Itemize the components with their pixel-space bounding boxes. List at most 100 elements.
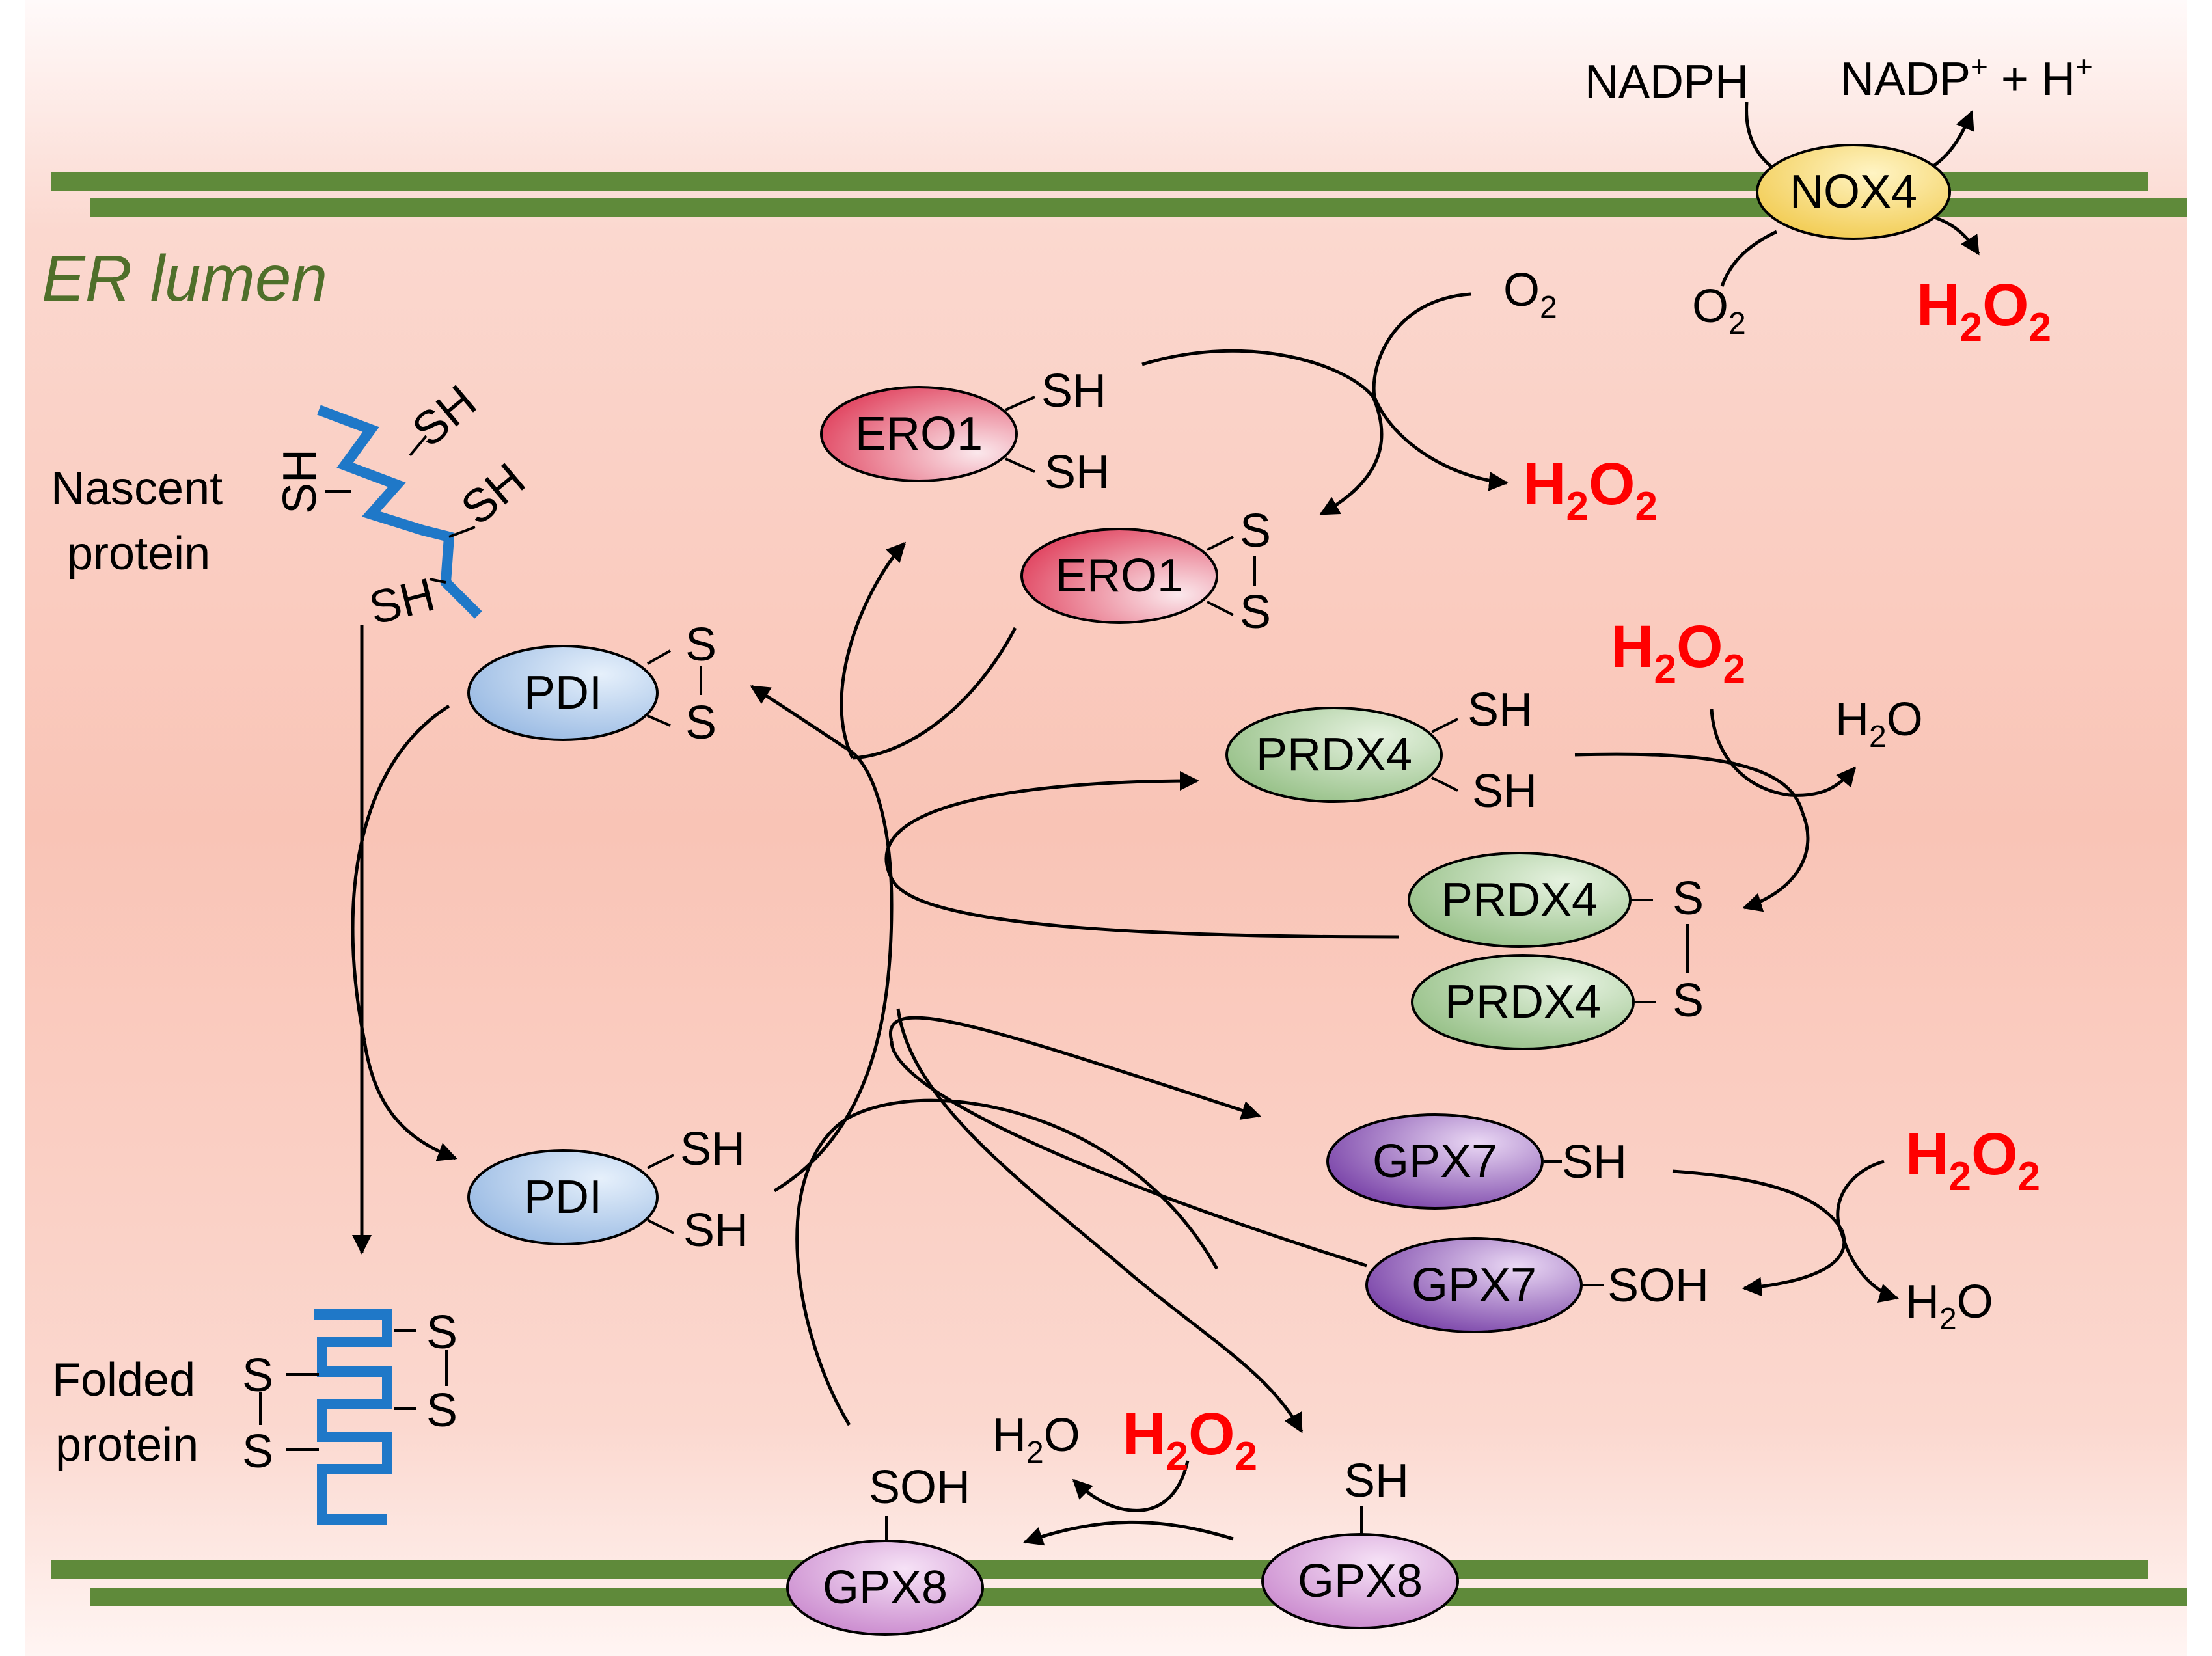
gpx8-cycle (795, 1008, 1304, 1546)
pdi-left-arc (351, 704, 450, 1042)
prdx4-reduced-enzyme (1225, 707, 1443, 803)
prdx4-water-arrow (1789, 766, 1856, 797)
gpx7-oxidized: GPX7 SOH (1365, 1237, 1709, 1333)
nascent-label-line1: Nascent (51, 463, 223, 515)
prdx4-dimer-label-2: PRDX4 (1445, 976, 1601, 1028)
gpx8-input-arc (795, 1098, 1219, 1426)
nascent-protein: Nascent protein SH SH SH SH (51, 375, 535, 635)
ero1-oxidized-enzyme (1020, 528, 1218, 624)
ero1-reduced-sh-2: SH (1045, 446, 1110, 498)
pdi-reduced-sh-2: SH (683, 1204, 748, 1256)
prdx4-reduced-sh-1: SH (1468, 684, 1533, 736)
ero1-h2o2-label: H2O2 (1523, 451, 1658, 529)
prdx4-dimer: PRDX4 PRDX4 S S (1408, 852, 1704, 1050)
er-lumen-title: ER lumen (42, 242, 327, 315)
ero1-reox-arrow (1319, 396, 1384, 516)
prdx4-h2o2-arrow (1710, 709, 1790, 797)
ero1-reduced-label: ERO1 (855, 408, 983, 460)
ero1-h2o2-arrow (1372, 396, 1509, 491)
gpx7-oxidized-soh: SOH (1607, 1260, 1709, 1312)
ero1-reduced-enzyme (820, 386, 1018, 482)
nadp-label: NADP++ H+ (1840, 49, 2093, 105)
pdi-oxidized: PDI S S (467, 619, 717, 749)
prdx4-reduced: PRDX4 SH SH (1225, 684, 1537, 817)
gpx8-reduced: GPX8 SH (1261, 1455, 1459, 1629)
gpx7-input-arc (890, 1040, 1367, 1268)
nascent-sh-1: SH (274, 449, 326, 514)
gpx8-reduced-sh: SH (1344, 1455, 1409, 1507)
prdx4-dimer-s-1: S (1673, 873, 1704, 925)
prdx4-h2o2-label: H2O2 (1611, 614, 1745, 692)
pdi-reduced-enzyme (467, 1149, 659, 1245)
gpx8-water-arrow (1072, 1478, 1120, 1510)
prdx4-reduced-sh-2: SH (1472, 765, 1537, 817)
gpx7-oxidized-enzyme (1365, 1237, 1583, 1333)
gpx8-reduction-arrow (1131, 1274, 1304, 1433)
ero1-reox-arc (1141, 349, 1374, 398)
pdi-reduced-sh-1: SH (680, 1123, 745, 1175)
ero1-oxidized-s-1: S (1240, 505, 1271, 557)
nox4-h2o2-label: H2O2 (1917, 272, 2051, 350)
nascent-chain (317, 405, 482, 619)
pdi-oxidized-s-1: S (685, 619, 717, 671)
nox4-o2-arrow (1720, 230, 1778, 287)
prdx4-dimer-s-2: S (1673, 975, 1704, 1027)
pdi-central-arc (773, 746, 894, 1193)
gpx7-h2o2-label: H2O2 (1905, 1121, 2040, 1199)
pdi-oxidized-s-2: S (685, 697, 717, 749)
prdx4-reduction-arrow (884, 771, 1199, 880)
folded-chain (314, 1309, 392, 1525)
gpx8-h2o2-label: H2O2 (1123, 1401, 1257, 1479)
gpx8-oxidized: GPX8 SOH (786, 1461, 984, 1636)
prdx4-reduced-label: PRDX4 (1256, 729, 1412, 781)
folded-s-3: S (242, 1350, 273, 1402)
pdi-reduced: PDI SH SH (467, 1123, 748, 1256)
ero1-cycle (840, 292, 1509, 760)
gpx8-reduced-label: GPX8 (1298, 1555, 1423, 1607)
gpx8-oxidized-soh: SOH (869, 1461, 970, 1513)
folded-s-1: S (426, 1307, 457, 1359)
prdx4-cycle (884, 709, 1856, 939)
gpx8-water-label: H2O (992, 1409, 1080, 1470)
gpx8-oxidized-label: GPX8 (823, 1562, 948, 1614)
gpx7-h2o2-arrow (1836, 1160, 1885, 1234)
gpx7-reox-arc (1672, 1169, 1844, 1231)
gpx7-water-label: H2O (1905, 1276, 1993, 1337)
folded-protein: Folded protein S S S S (52, 1307, 457, 1525)
gpx7-reduced-enzyme (1326, 1113, 1544, 1210)
gpx7-cycle (889, 1016, 1899, 1303)
ero1-oxidized-s-2: S (1240, 586, 1271, 638)
pdi-reduction-arrow (362, 1040, 457, 1161)
ero1-input-arc (852, 627, 1017, 760)
pdi-oxidized-enzyme (467, 645, 659, 741)
gpx7-reduced-sh: SH (1562, 1136, 1627, 1188)
ero1-reduced-sh-1: SH (1041, 365, 1106, 417)
folded-s-2: S (426, 1385, 457, 1437)
pdi-oxidized-label: PDI (524, 667, 602, 719)
nadph-label: NADPH (1585, 56, 1749, 108)
ero1-reduced: ERO1 SH SH (820, 365, 1110, 498)
gpx7-reduced: GPX7 SH (1326, 1113, 1627, 1210)
gpx8-reox-arrow (1023, 1520, 1234, 1546)
ero1-o2-label: O2 (1503, 264, 1557, 325)
gpx7-water-arrow (1840, 1232, 1899, 1303)
prdx4-reox-arrow (1742, 813, 1810, 912)
ero1-reduction-arrow (840, 541, 907, 759)
nox4-o2-label: O2 (1692, 280, 1746, 341)
gpx8-reduction-arc (896, 1008, 1134, 1277)
gpx7-reduced-label: GPX7 (1372, 1135, 1497, 1188)
gpx7-reduction-arrow (889, 1016, 1261, 1120)
ero1-o2-arrow (1372, 292, 1471, 398)
nascent-label-line2: protein (67, 528, 210, 580)
folded-label-line2: protein (55, 1419, 198, 1471)
gpx8-h2o2-arrow (1119, 1460, 1190, 1512)
prdx4-input-arc (890, 877, 1400, 939)
prdx4-water-label: H2O (1835, 694, 1923, 754)
nox4-enzyme (1756, 144, 1951, 240)
nox4-group: NOX4 NADPH NADP++ H+ O2 H2O2 (1585, 49, 2093, 350)
ero1-oxidized: ERO1 S S (1020, 505, 1271, 638)
pdi-oxidation-arrow (750, 685, 847, 750)
pdi-reduced-label: PDI (524, 1171, 602, 1223)
bottom-membrane (51, 1560, 2187, 1606)
